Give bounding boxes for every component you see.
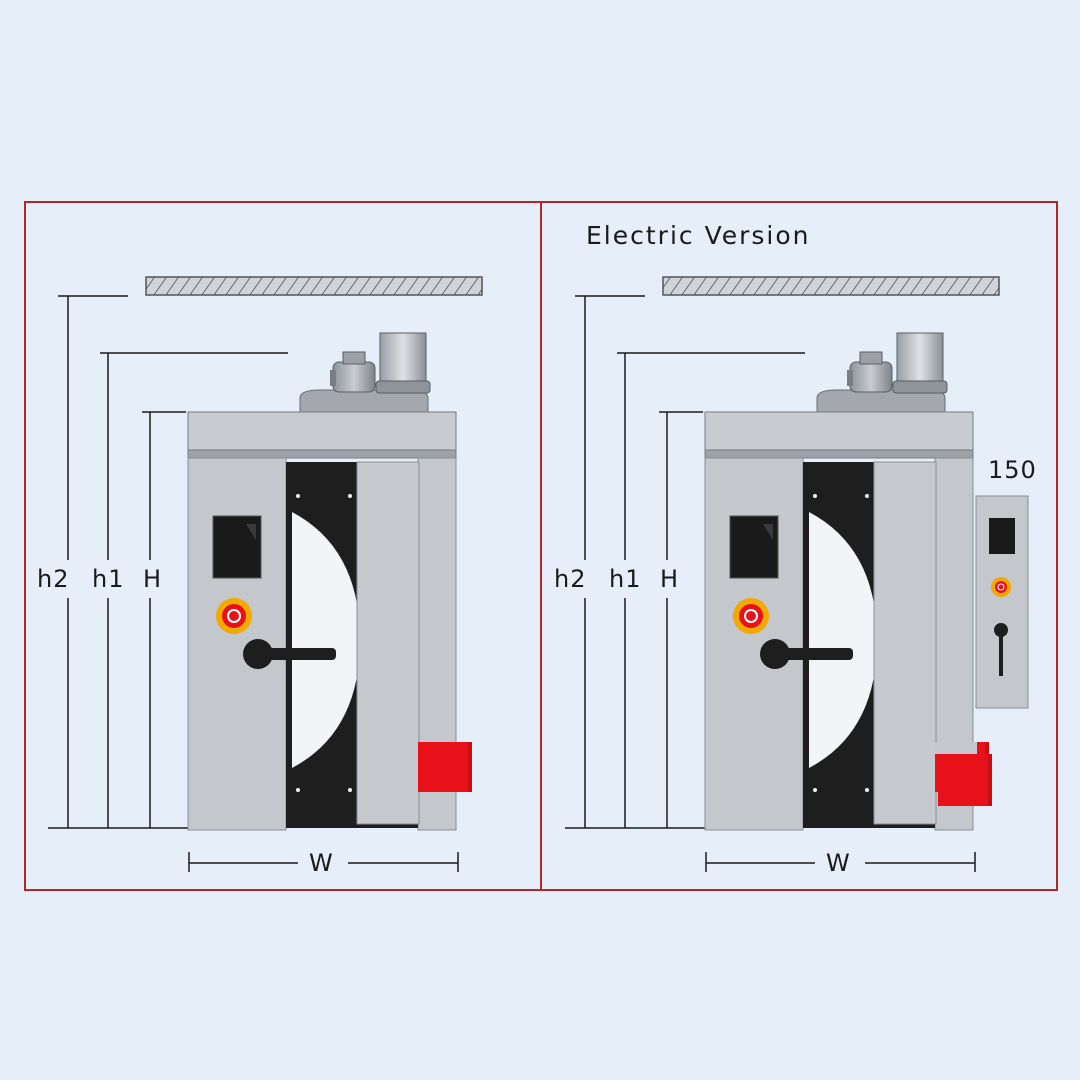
red-box-right-edge [988, 754, 992, 806]
dim-label-H-right: H [660, 565, 679, 593]
panel-left: h2 h1 H W [37, 276, 483, 877]
dim-label-h2: h2 [37, 565, 69, 593]
panel-right: Electric Version [554, 221, 1037, 877]
panel-frame-right [540, 201, 1058, 891]
height-dimension-lines [48, 295, 288, 829]
dim-label-h1-right: h1 [609, 565, 641, 593]
control-screen-icon [989, 518, 1015, 554]
dim-label-H: H [143, 565, 162, 593]
dim-label-W: W [309, 849, 334, 877]
ceiling-hatch-right [662, 276, 1000, 296]
red-box-right [938, 754, 992, 806]
dim-label-h2-right: h2 [554, 565, 586, 593]
ceiling-hatch [145, 276, 483, 296]
side-panel-width-label: 150 [988, 456, 1037, 484]
height-dimension-lines-right [565, 295, 805, 829]
door-handle-icon [994, 623, 1008, 676]
oven-left [187, 332, 473, 831]
width-dimension-line-right [705, 852, 976, 872]
dim-label-h1: h1 [92, 565, 124, 593]
panel-title: Electric Version [586, 221, 811, 250]
emergency-stop-icon [991, 577, 1011, 597]
dim-label-W-right: W [826, 849, 851, 877]
width-dimension-line [188, 852, 459, 872]
column-patch [935, 742, 977, 754]
side-control-panel [975, 495, 1029, 709]
